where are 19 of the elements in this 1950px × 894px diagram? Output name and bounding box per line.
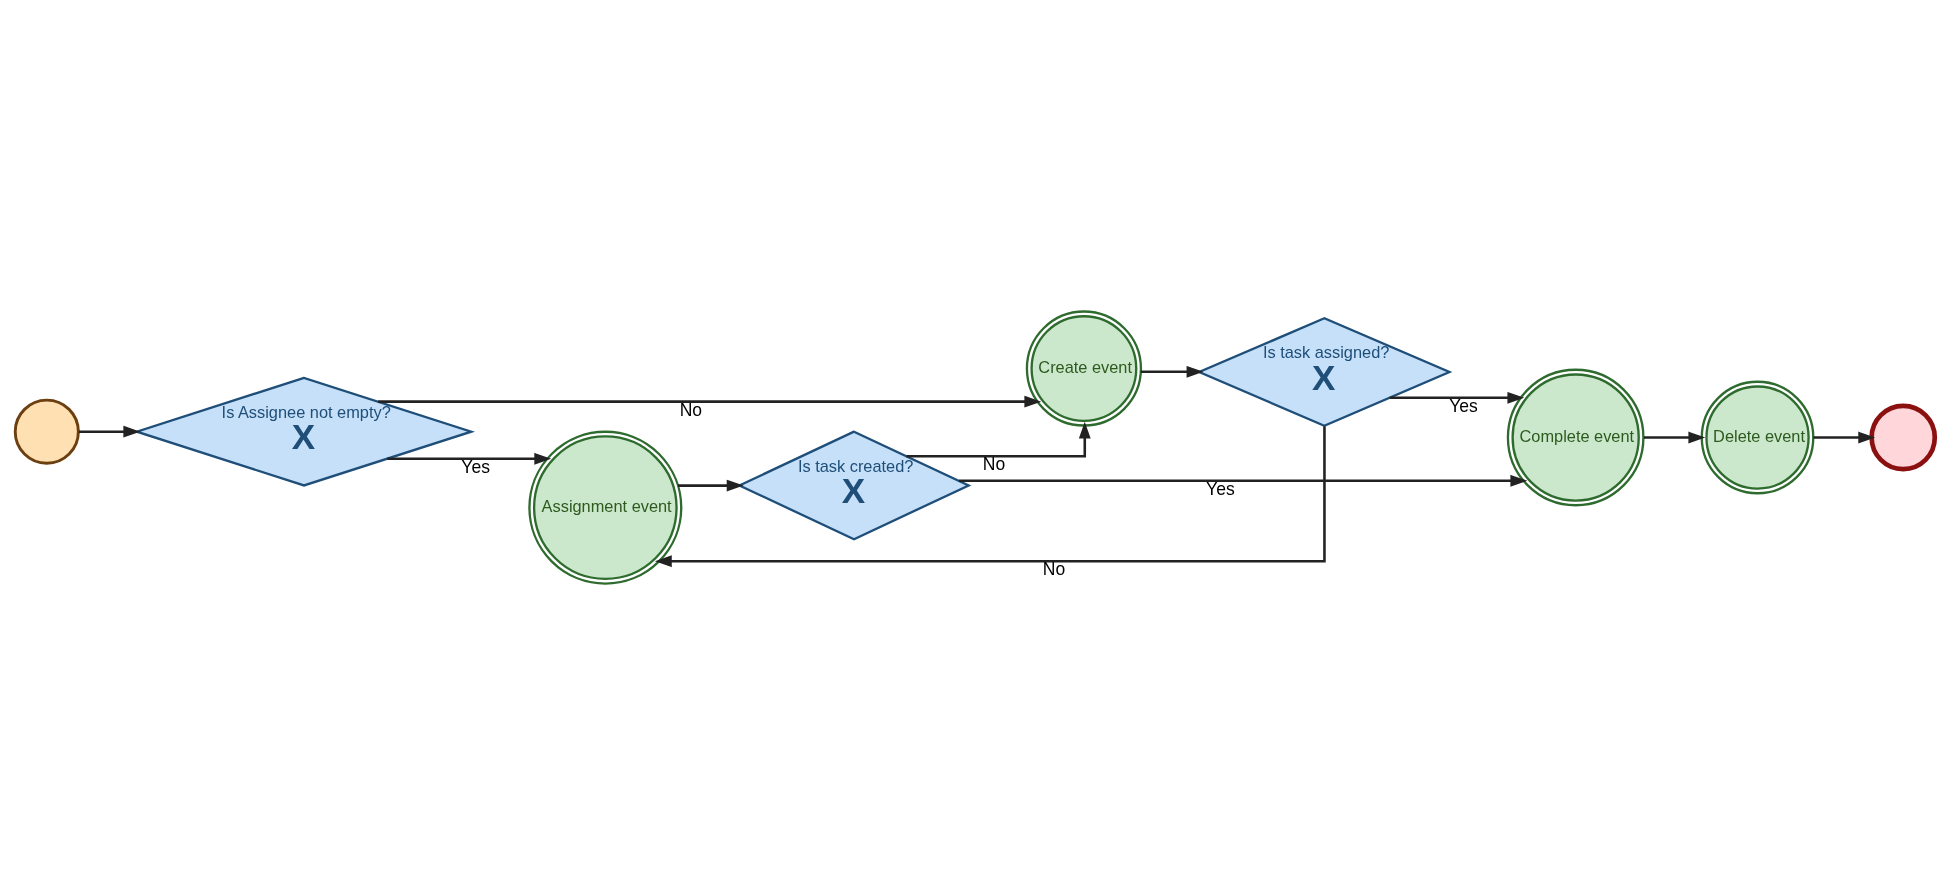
arrow bbox=[906, 421, 1091, 457]
arrow bbox=[654, 425, 1326, 567]
node-circle: Assignment event bbox=[528, 430, 683, 585]
arrow bbox=[1389, 391, 1525, 404]
arrow bbox=[958, 474, 1528, 487]
arrow bbox=[387, 452, 552, 465]
node-circle bbox=[1869, 403, 1938, 471]
node-circle: Delete event bbox=[1700, 380, 1815, 494]
arrow bbox=[1813, 431, 1876, 443]
arrow bbox=[78, 425, 141, 438]
edge-label: No bbox=[1042, 558, 1066, 579]
arrow bbox=[1643, 431, 1706, 443]
edge-label: No bbox=[679, 399, 703, 420]
edge-label: Yes bbox=[1206, 478, 1235, 499]
node-circle bbox=[13, 398, 80, 465]
arrow bbox=[1140, 365, 1204, 378]
arrow bbox=[378, 395, 1042, 408]
arrow bbox=[677, 479, 744, 492]
edge-label: No bbox=[982, 453, 1006, 474]
